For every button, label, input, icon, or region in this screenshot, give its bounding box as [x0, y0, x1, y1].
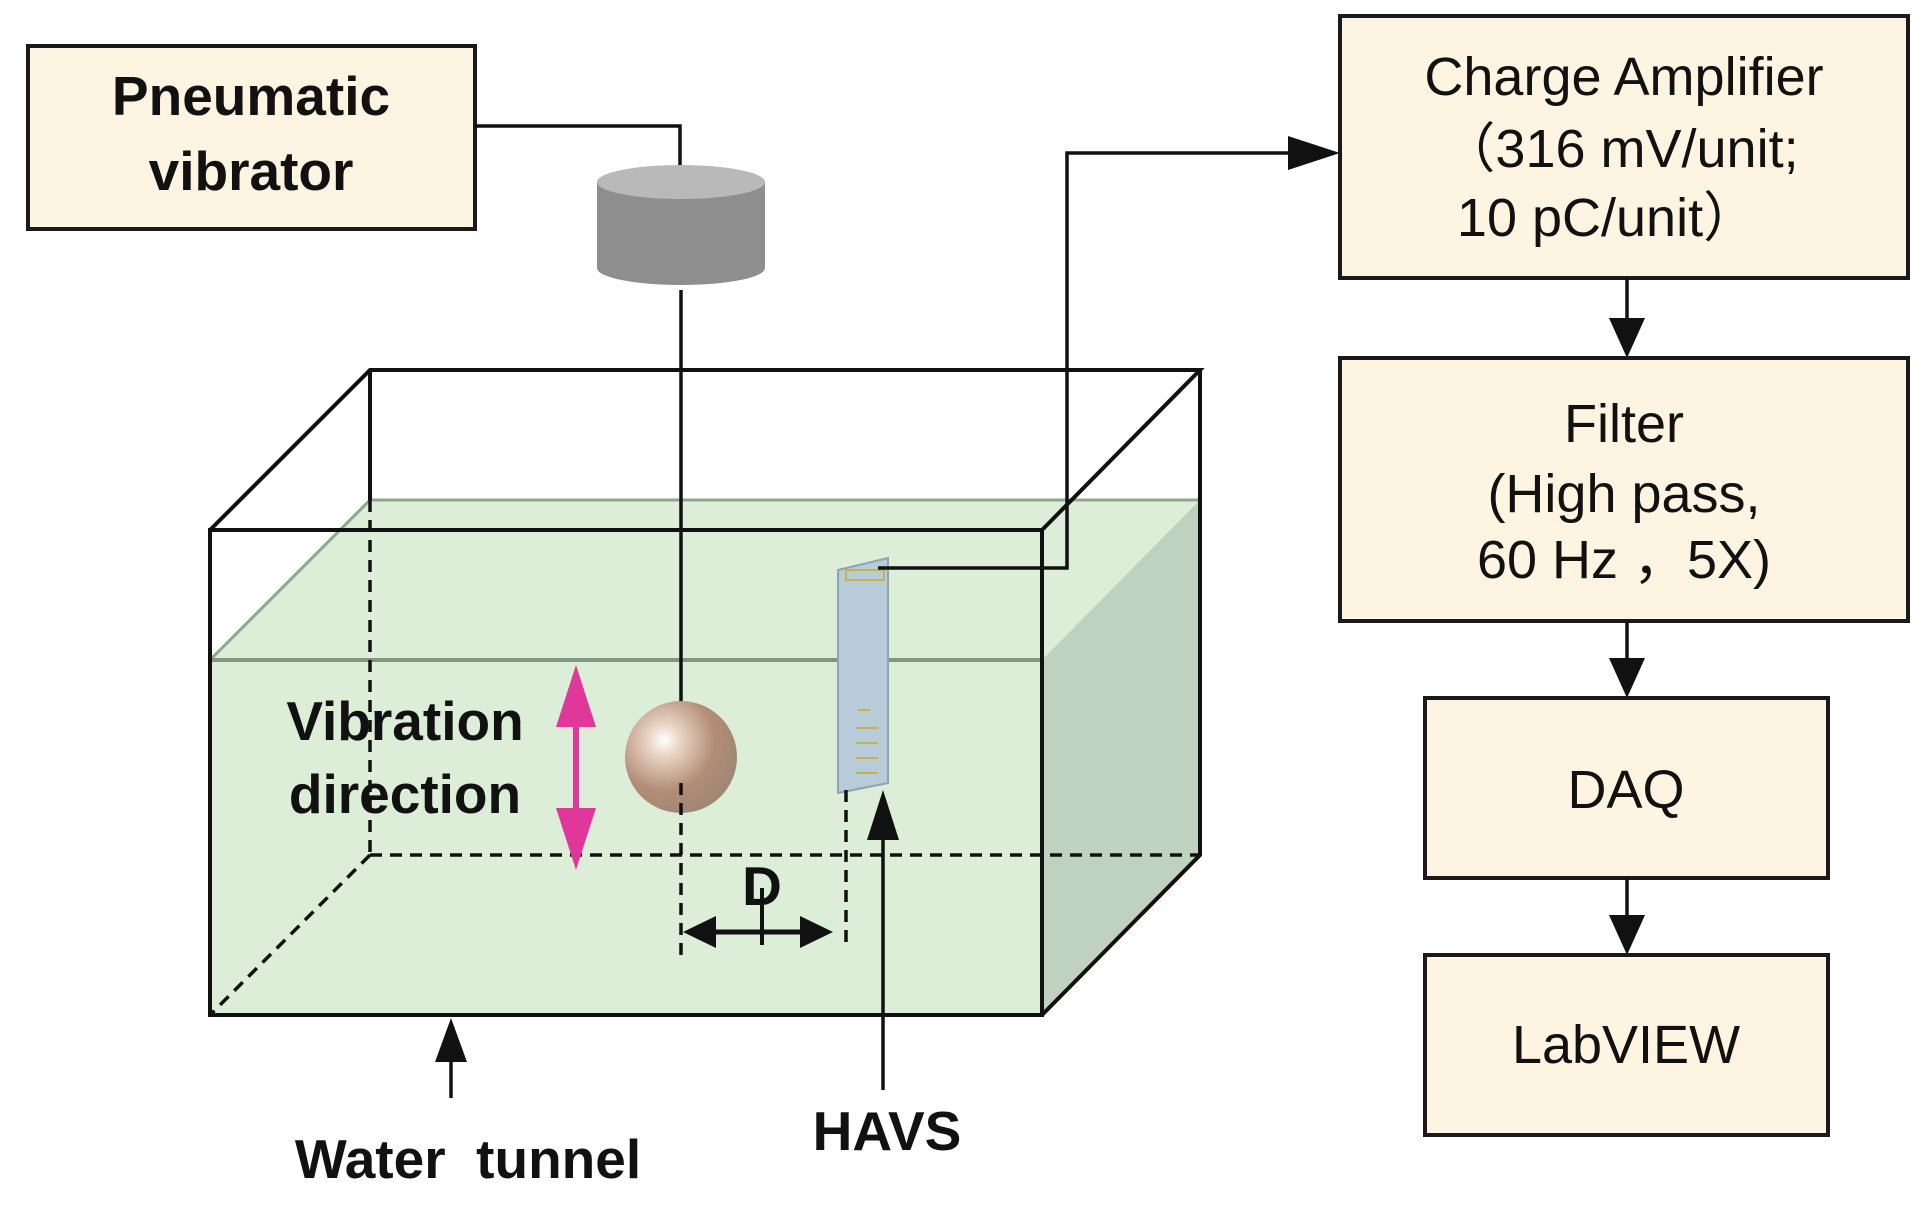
- water-tunnel-pointer-arrow: [435, 1018, 467, 1062]
- flow-arrow-head: [1609, 318, 1645, 358]
- vibration-direction-label-line1: Vibration: [286, 690, 523, 752]
- vibration-direction-arrow: [556, 665, 596, 870]
- sensor-signal-cable: [878, 151, 1300, 570]
- water-side-face: [1042, 500, 1200, 1015]
- filter-box: Filter (High pass, 60 Hz ，5X): [1338, 356, 1910, 623]
- filter-label-line1: Filter: [1564, 394, 1684, 454]
- daq-box: DAQ: [1423, 696, 1830, 880]
- vibrator-air-line: [475, 124, 682, 175]
- distance-dimension: [679, 783, 848, 955]
- shaker-cylinder: [597, 165, 765, 285]
- charge-amplifier-label-line3: 10 pC/unit）: [1457, 188, 1757, 248]
- tank-hidden-edge: [208, 853, 372, 1017]
- pneumatic-vibrator-label-line1: Pneumatic: [112, 65, 390, 127]
- charge-amplifier-label-line2: （316 mV/unit;: [1441, 119, 1798, 179]
- charge-amplifier-box: Charge Amplifier （316 mV/unit; 10 pC/uni…: [1338, 14, 1910, 280]
- vibration-direction-label-line2: direction: [289, 763, 521, 825]
- distance-label: D: [742, 855, 782, 917]
- havs-pointer-arrow: [867, 790, 899, 840]
- flow-arrow-head: [1609, 915, 1645, 955]
- water-tunnel-label: Water tunnel: [295, 1128, 641, 1190]
- labview-label: LabVIEW: [1512, 1015, 1740, 1075]
- daq-label: DAQ: [1567, 760, 1684, 820]
- flow-arrow-head: [1609, 658, 1645, 698]
- filter-label-line2: (High pass,: [1487, 464, 1760, 524]
- tank-top-edge: [208, 368, 1205, 532]
- pneumatic-vibrator-label-line2: vibrator: [149, 140, 354, 202]
- pneumatic-vibrator-box: Pneumatic vibrator: [26, 44, 477, 231]
- havs-label: HAVS: [813, 1100, 962, 1162]
- havs-sensor: [837, 556, 889, 795]
- tank-right-edge: [1040, 370, 1202, 1017]
- tank-front-face: [208, 528, 1044, 1017]
- vibrating-sphere: [625, 701, 737, 813]
- charge-amplifier-label-line1: Charge Amplifier: [1424, 47, 1823, 107]
- arrow-to-charge-amplifier: [1288, 136, 1340, 170]
- filter-label-line3: 60 Hz ，5X): [1477, 530, 1771, 590]
- labview-box: LabVIEW: [1423, 953, 1830, 1137]
